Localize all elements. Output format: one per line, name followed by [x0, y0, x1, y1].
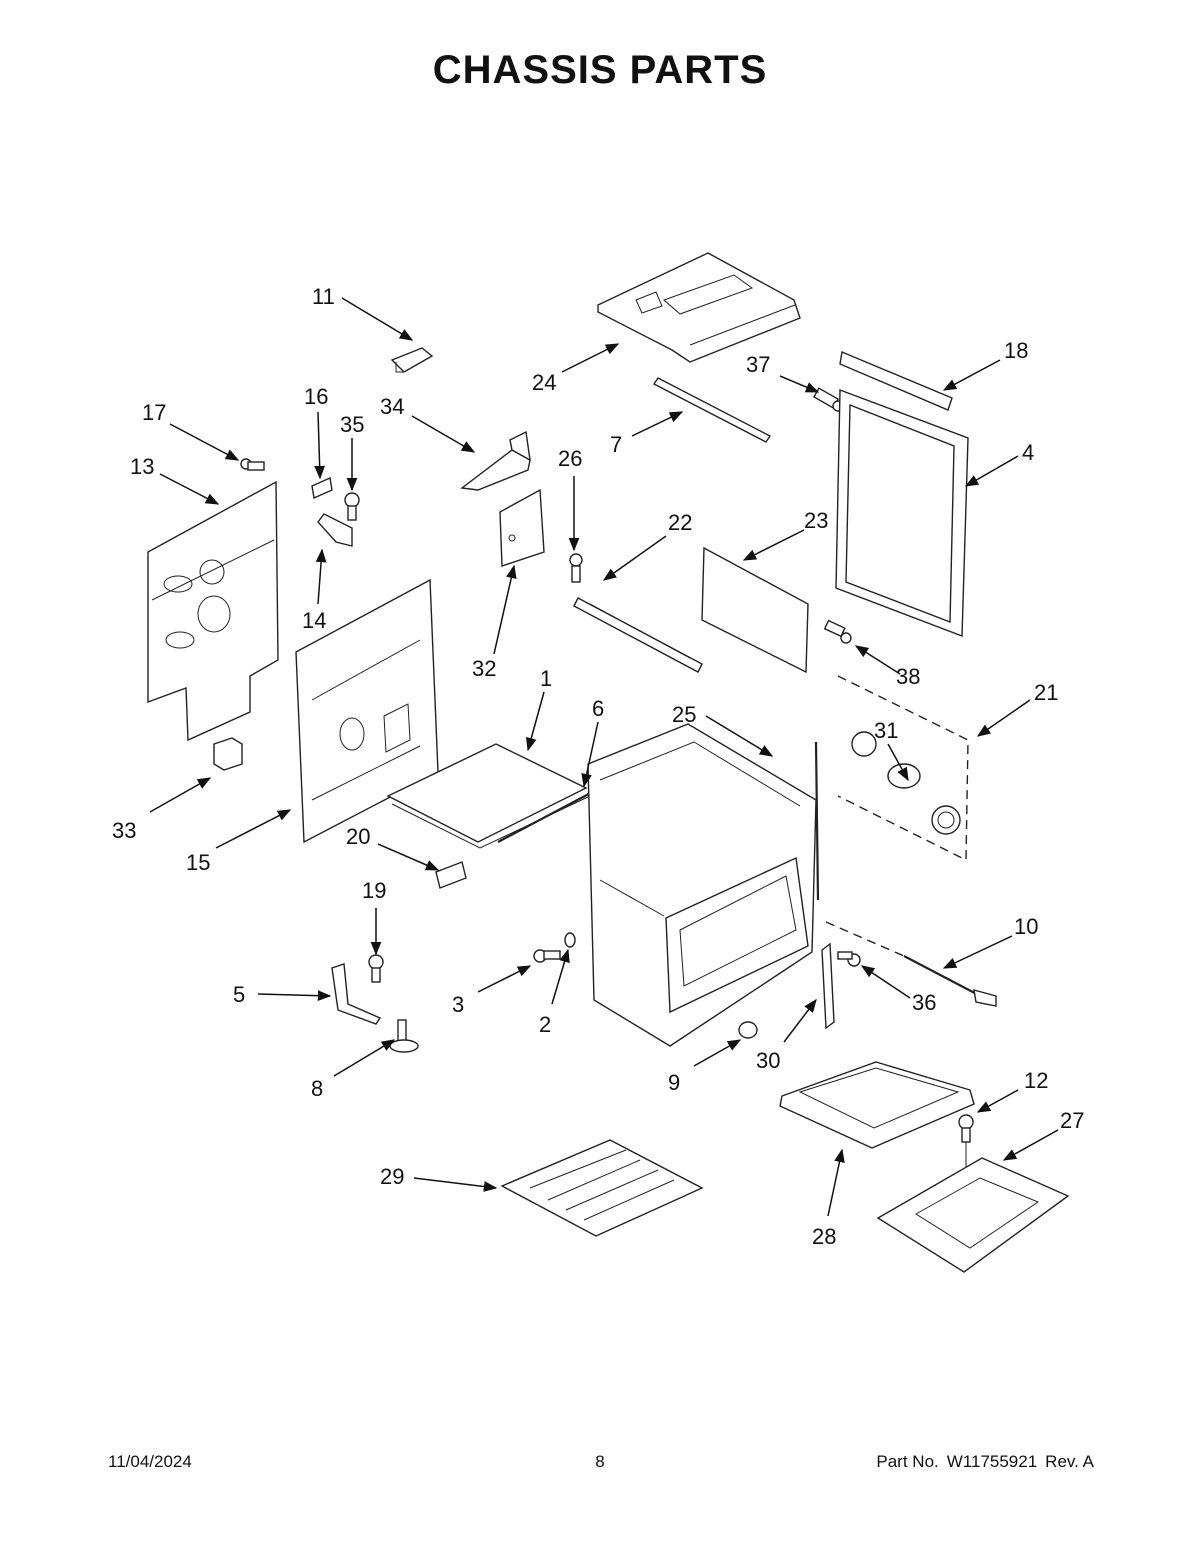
part-33-block — [213, 737, 243, 771]
footer-part-info: Part No. W11755921 Rev. A — [868, 1452, 1094, 1472]
part-4-frame — [835, 388, 969, 638]
callout-25: 25 — [672, 702, 696, 727]
callout-8: 8 — [311, 1076, 323, 1101]
part-30-bracket — [821, 942, 835, 1030]
callout-28: 28 — [812, 1224, 836, 1249]
callout-11: 11 — [312, 284, 335, 309]
callout-9: 9 — [668, 1070, 680, 1095]
part-34-bracket — [460, 430, 531, 491]
part-21-lamp-assembly — [837, 675, 969, 862]
callout-30: 30 — [756, 1048, 780, 1073]
part-18-trim-strip — [839, 351, 953, 411]
callout-26: 26 — [558, 446, 582, 471]
callout-37: 37 — [746, 352, 770, 377]
callout-14: 14 — [302, 608, 326, 633]
part-32-plate — [499, 488, 545, 567]
part-2-washer — [564, 932, 576, 948]
page-title: CHASSIS PARTS — [432, 48, 768, 92]
callout-36: 36 — [912, 990, 936, 1015]
footer-date: 11/04/2024 — [108, 1452, 192, 1471]
callout-7: 7 — [610, 432, 622, 457]
part-3-screw — [533, 949, 561, 963]
part-17-screw — [240, 458, 265, 471]
part-5-leveler-bracket — [331, 963, 382, 1025]
callout-32: 32 — [472, 656, 496, 681]
part-37-screw — [813, 387, 844, 412]
callout-38: 38 — [896, 664, 920, 689]
callout-21: 21 — [1034, 680, 1058, 705]
part-24-top-panel — [597, 252, 801, 363]
callout-3: 3 — [452, 992, 464, 1017]
callout-22: 22 — [668, 510, 692, 535]
callout-31: 31 — [874, 718, 898, 743]
callout-16: 16 — [304, 384, 328, 409]
callout-15: 15 — [186, 850, 210, 875]
part-29-rack — [500, 1139, 704, 1237]
part-10-sensor — [825, 921, 997, 1007]
footer-page-number: 8 — [595, 1452, 605, 1471]
part-16-clip — [311, 476, 333, 500]
callout-35: 35 — [340, 412, 364, 437]
callout-13: 13 — [130, 454, 154, 479]
callout-34: 34 — [380, 394, 404, 419]
part-12-screw — [958, 1114, 974, 1196]
callout-10: 10 — [1014, 914, 1038, 939]
footer-revision: Rev. A — [1045, 1452, 1094, 1471]
part-36-screw — [837, 951, 861, 967]
callout-23: 23 — [804, 508, 828, 533]
part-14-bracket — [317, 513, 353, 547]
callout-17: 17 — [142, 400, 166, 425]
callout-19: 19 — [362, 878, 386, 903]
callout-5: 5 — [233, 982, 245, 1007]
part-28-bottom-panel — [779, 1061, 975, 1149]
part-11-bracket — [390, 347, 434, 373]
part-6-rod — [497, 787, 601, 843]
callout-1: 1 — [540, 666, 552, 691]
leader-arrows — [149, 297, 1059, 1217]
part-35-screw — [344, 492, 360, 521]
footer-part-label: Part No. — [876, 1452, 939, 1471]
callout-18: 18 — [1004, 338, 1028, 363]
part-25-oven-cavity — [587, 723, 820, 1047]
callout-6: 6 — [592, 696, 604, 721]
part-13-rear-panel — [147, 480, 279, 742]
callout-2: 2 — [539, 1012, 551, 1037]
part-9-plug — [738, 1021, 758, 1039]
part-22-rail — [573, 597, 703, 673]
part-8-leveling-leg — [389, 1019, 419, 1053]
callout-4: 4 — [1022, 440, 1034, 465]
callout-29: 29 — [380, 1164, 404, 1189]
part-38-screw — [823, 619, 852, 644]
part-27-drip-tray — [876, 1157, 1070, 1273]
part-19-screw — [368, 954, 384, 983]
callout-24: 24 — [532, 370, 556, 395]
callout-33: 33 — [112, 818, 136, 843]
callout-20: 20 — [346, 824, 370, 849]
callout-labels: 1 2 3 4 5 6 7 8 9 10 11 12 13 14 15 16 1… — [112, 284, 1084, 1249]
part-7-rail — [652, 377, 772, 443]
callout-12: 12 — [1024, 1068, 1048, 1093]
part-23-panel — [701, 546, 809, 674]
part-20-bracket — [435, 861, 467, 889]
footer-part-number: W11755921 — [946, 1452, 1038, 1471]
part-26-screw — [569, 553, 583, 583]
callout-27: 27 — [1060, 1108, 1084, 1133]
